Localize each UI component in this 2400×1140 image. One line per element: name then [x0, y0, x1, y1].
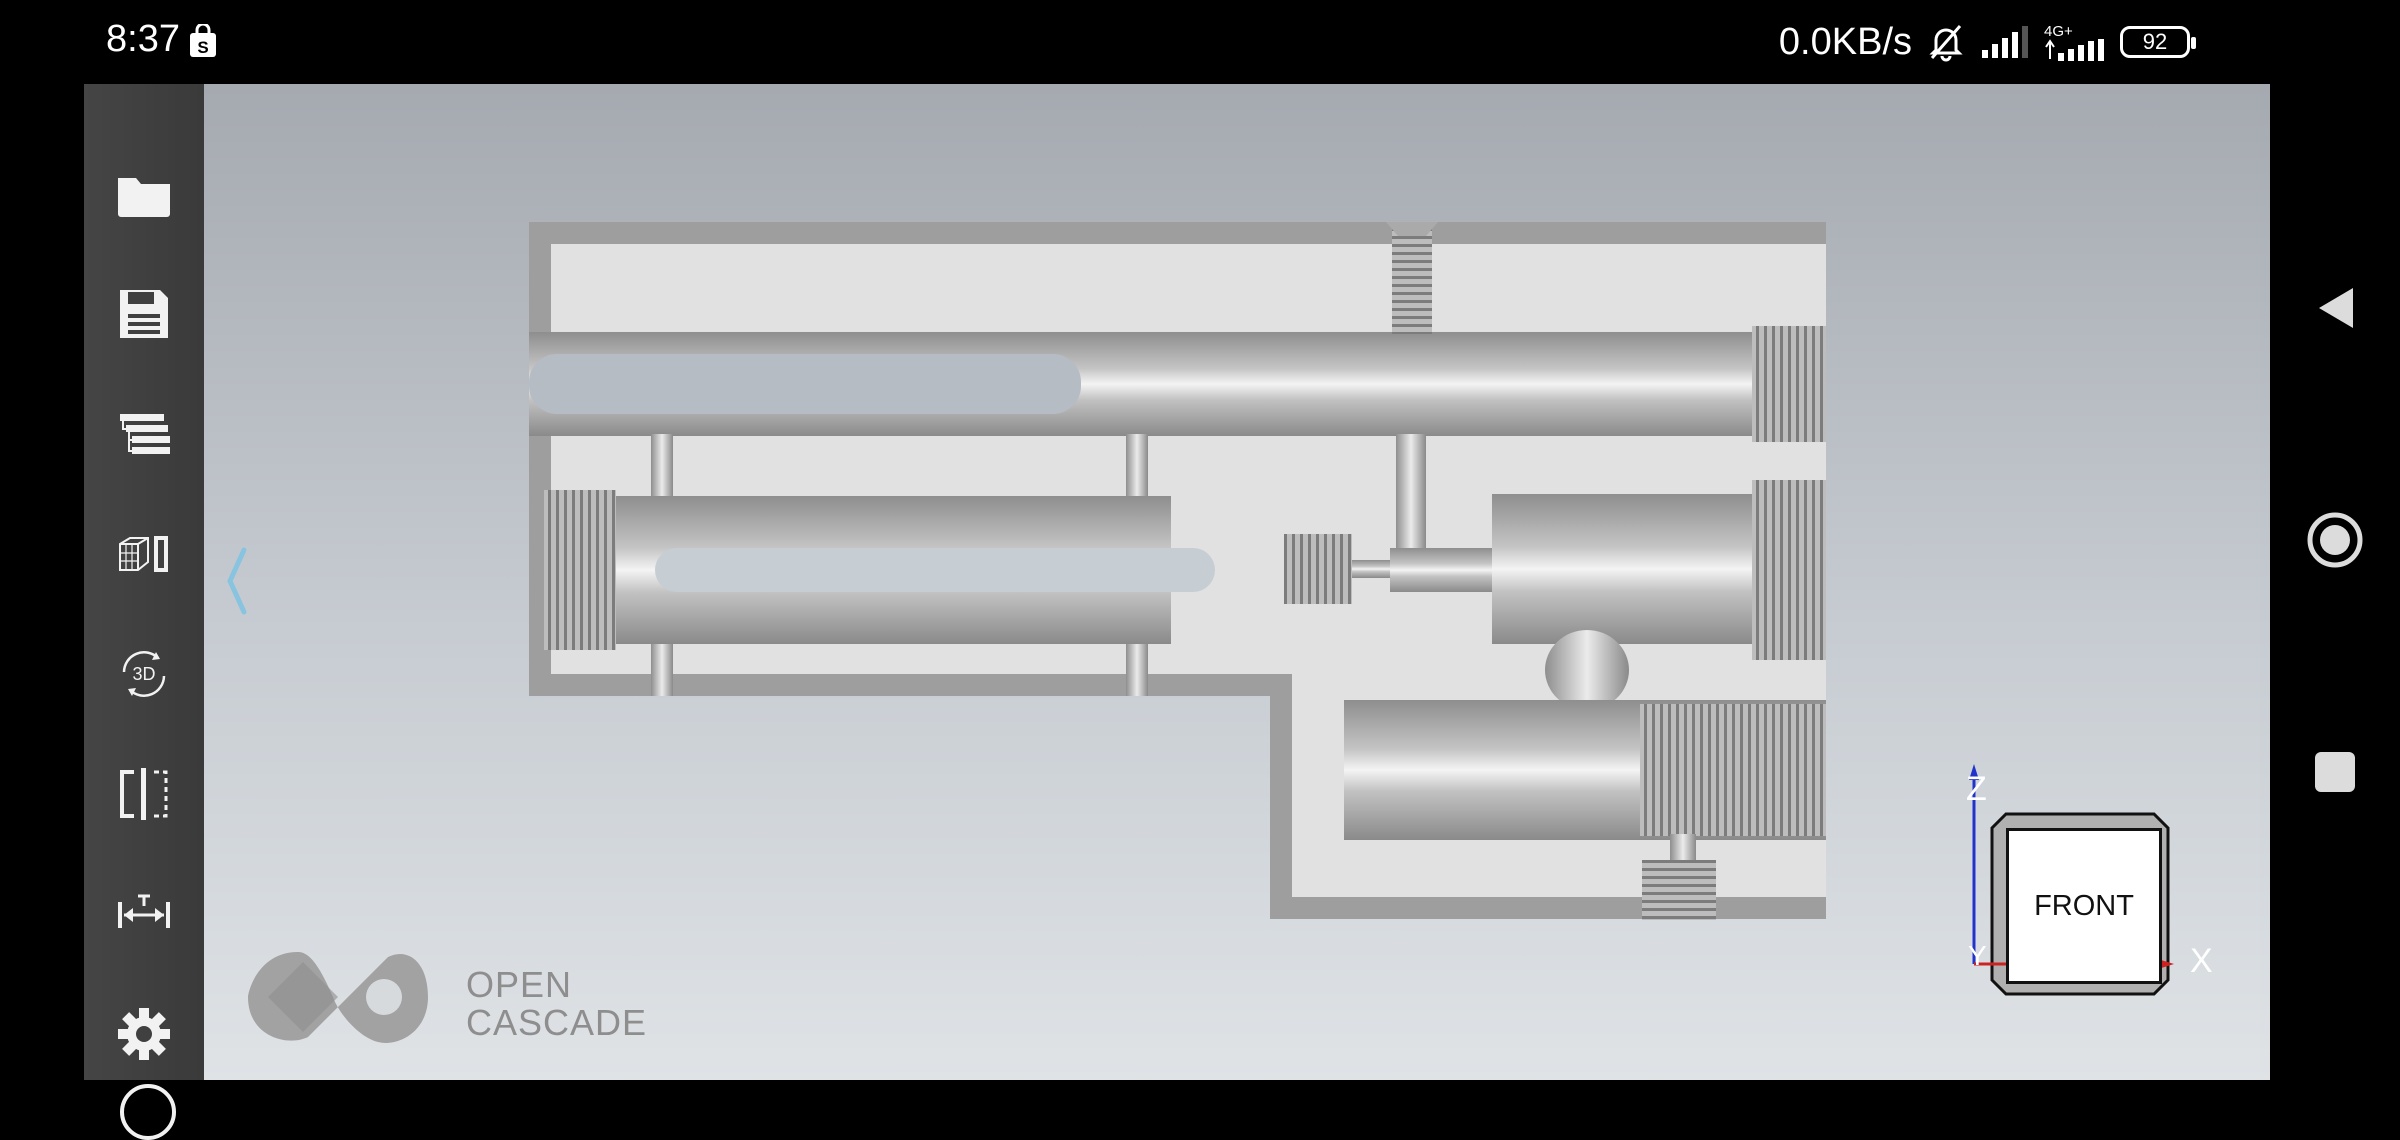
view-cube[interactable]: FRONT Z X Y	[1942, 754, 2262, 1074]
more-tool-icon[interactable]	[120, 1084, 176, 1140]
save-icon	[120, 290, 168, 338]
display-mode-button[interactable]	[84, 504, 204, 604]
shopping-bag-icon: S	[190, 24, 216, 57]
3d-view-button[interactable]: 3D	[84, 624, 204, 724]
recents-button[interactable]	[2270, 722, 2400, 822]
system-nav-bar	[2270, 84, 2400, 1080]
display-mode-icon	[119, 536, 168, 572]
axis-y-label: Y	[1968, 940, 1987, 971]
axis-x-label: X	[2190, 942, 2213, 980]
svg-text:S: S	[197, 38, 208, 57]
status-time: 8:37	[106, 18, 180, 60]
axis-z-label: Z	[1966, 770, 1987, 808]
infinity-logo-icon	[248, 952, 428, 1043]
signal-icon	[1982, 26, 2028, 58]
opencascade-logo: OPEN CASCADE	[238, 932, 646, 1062]
back-triangle-icon	[2319, 288, 2353, 328]
back-button[interactable]	[2270, 258, 2400, 358]
folder-icon	[118, 178, 170, 217]
3d-view-icon: 3D	[122, 651, 166, 697]
save-button[interactable]	[84, 264, 204, 364]
recents-square-icon	[2315, 752, 2355, 792]
model-tree-icon	[120, 414, 170, 454]
logo-text-line1: OPEN	[466, 964, 573, 1005]
battery-level: 92	[2142, 29, 2168, 54]
signal-4g-icon: 4G+	[2044, 24, 2106, 61]
svg-text:3D: 3D	[132, 664, 155, 684]
cad-model[interactable]	[204, 84, 2270, 1080]
settings-button[interactable]	[84, 984, 204, 1084]
clipping-plane-button[interactable]	[84, 744, 204, 844]
battery-indicator: 92	[2120, 26, 2196, 58]
network-type: 4G+	[2044, 22, 2073, 40]
home-button[interactable]	[2270, 490, 2400, 590]
measure-button[interactable]	[84, 864, 204, 964]
home-circle-icon	[2307, 512, 2363, 568]
measure-icon	[118, 894, 170, 928]
left-toolbar: 3D	[84, 84, 204, 1140]
clipping-plane-icon	[120, 768, 168, 820]
gear-icon	[118, 1008, 170, 1060]
network-speed: 0.0KB/s	[1778, 20, 1912, 63]
collapse-toolbar-icon[interactable]	[222, 546, 252, 616]
open-button[interactable]	[84, 144, 204, 244]
logo-text-line2: CASCADE	[466, 1002, 648, 1043]
bell-muted-icon	[1929, 25, 1963, 62]
status-bar: 8:37 S 0.0KB/s 4G+ 92	[0, 0, 2400, 84]
view-cube-front-face[interactable]: FRONT	[2006, 828, 2162, 984]
3d-viewport[interactable]: OPEN CASCADE FRONT Z X Y	[204, 84, 2270, 1080]
model-tree-button[interactable]	[84, 384, 204, 484]
